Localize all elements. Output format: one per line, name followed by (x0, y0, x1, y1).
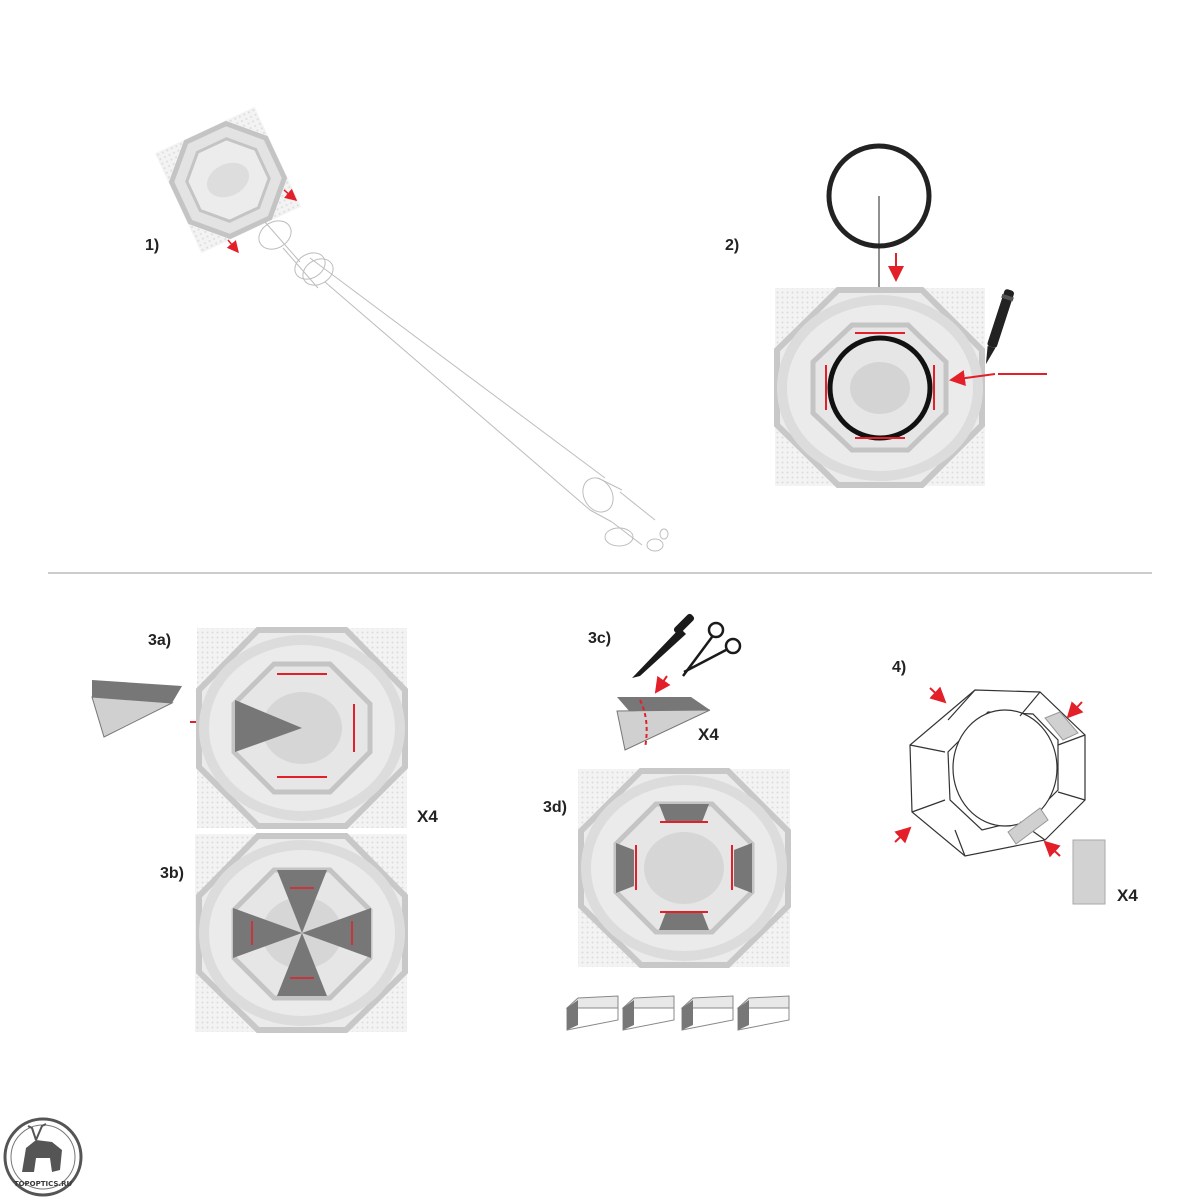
telescope-tube (258, 220, 669, 552)
step-4-multiplier: X4 (1117, 886, 1138, 905)
assembled-octagon-ring (909, 689, 1086, 857)
step-4-label: 4) (892, 659, 906, 676)
pen-icon (985, 289, 1014, 365)
step-3d-group: 3d) (543, 768, 791, 1031)
step-2-label: 2) (725, 237, 739, 254)
step2-template (774, 287, 985, 488)
step1-template-sheet (154, 106, 302, 254)
pad-strip (1072, 839, 1106, 905)
step2-pen-arrow (949, 370, 996, 387)
step-4-group: 4) X4 (892, 659, 1138, 905)
step-3a-multiplier: X4 (417, 807, 438, 826)
step1-arrow-left (226, 239, 239, 254)
step-1-label: 1) (145, 237, 159, 254)
block-pieces (565, 995, 790, 1031)
step3c-wedge (616, 697, 711, 751)
ring-pad-top (1044, 711, 1079, 741)
step-1-group: 1) (145, 106, 669, 552)
step-3c-multiplier: X4 (698, 725, 719, 744)
scissors-icon (681, 621, 742, 677)
step-3a-label: 3a) (148, 632, 171, 649)
block-piece-4 (736, 995, 790, 1031)
step4-arrows (894, 686, 1084, 858)
step3a-red-marks (277, 673, 355, 778)
step-3b-group: 3b) (160, 833, 408, 1033)
step-2-group: 2) (725, 143, 1047, 488)
step-3c-group: 3c) X4 (588, 613, 742, 751)
step-3b-label: 3b) (160, 865, 184, 882)
step3c-arrow (654, 675, 671, 694)
ring-pad-side (1007, 807, 1049, 845)
topoptics-logo: TOPOPTICS.RU (3, 1117, 83, 1197)
block-piece-1 (565, 995, 619, 1031)
step3b-template (195, 833, 408, 1033)
step3d-template (578, 768, 791, 968)
step2-red-marks (825, 332, 935, 439)
step3b-red-marks (251, 887, 353, 979)
step-3a-group: 3a) X4 (91, 627, 438, 829)
step1-arrow-right (283, 188, 298, 201)
logo-text: TOPOPTICS.RU (14, 1180, 73, 1188)
knife-icon (632, 613, 695, 678)
block-piece-2 (621, 995, 675, 1031)
deer-icon (22, 1123, 62, 1172)
step3a-template (196, 627, 408, 829)
step3d-red-marks (635, 821, 733, 913)
wedge-piece (91, 680, 182, 738)
step-3c-label: 3c) (588, 630, 611, 647)
step-3d-label: 3d) (543, 799, 567, 816)
block-piece-3 (680, 995, 734, 1031)
